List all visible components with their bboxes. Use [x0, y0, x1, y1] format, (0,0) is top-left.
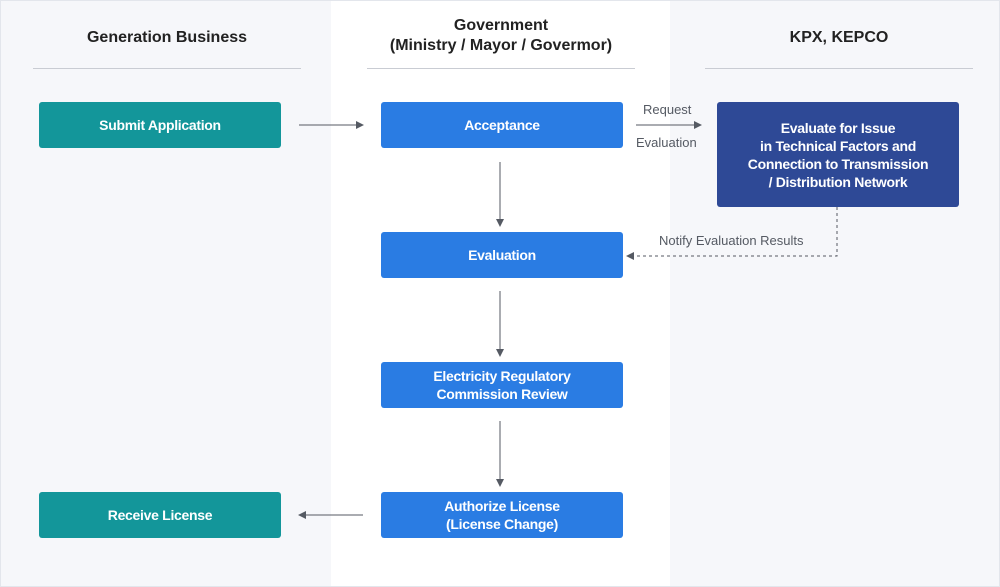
authorize-license-box: Authorize License (License Change) — [381, 492, 623, 538]
heading-divider — [367, 68, 635, 69]
arrow-notify-results — [626, 207, 838, 260]
column-heading-generation: Generation Business — [86, 29, 248, 46]
acceptance-box: Acceptance — [381, 102, 623, 148]
submit-application-box: Submit Application — [39, 102, 281, 148]
evaluation-label: Evaluation — [636, 135, 697, 150]
receive-license-box: Receive License — [39, 492, 281, 538]
notify-results-label: Notify Evaluation Results — [659, 233, 804, 248]
column-kpx-kepco — [670, 1, 999, 586]
column-heading-kpx: KPX, KEPCO — [789, 29, 889, 46]
evaluation-box: Evaluation — [381, 232, 623, 278]
request-label: Request — [643, 102, 692, 117]
heading-divider — [33, 68, 301, 69]
column-generation-business — [1, 1, 331, 586]
evaluate-issue-box: Evaluate for Issue in Technical Factors … — [717, 102, 959, 207]
heading-divider — [705, 68, 973, 69]
column-heading-government: Government (Ministry / Mayor / Govermor) — [389, 17, 613, 54]
commission-review-box: Electricity Regulatory Commission Review — [381, 362, 623, 408]
